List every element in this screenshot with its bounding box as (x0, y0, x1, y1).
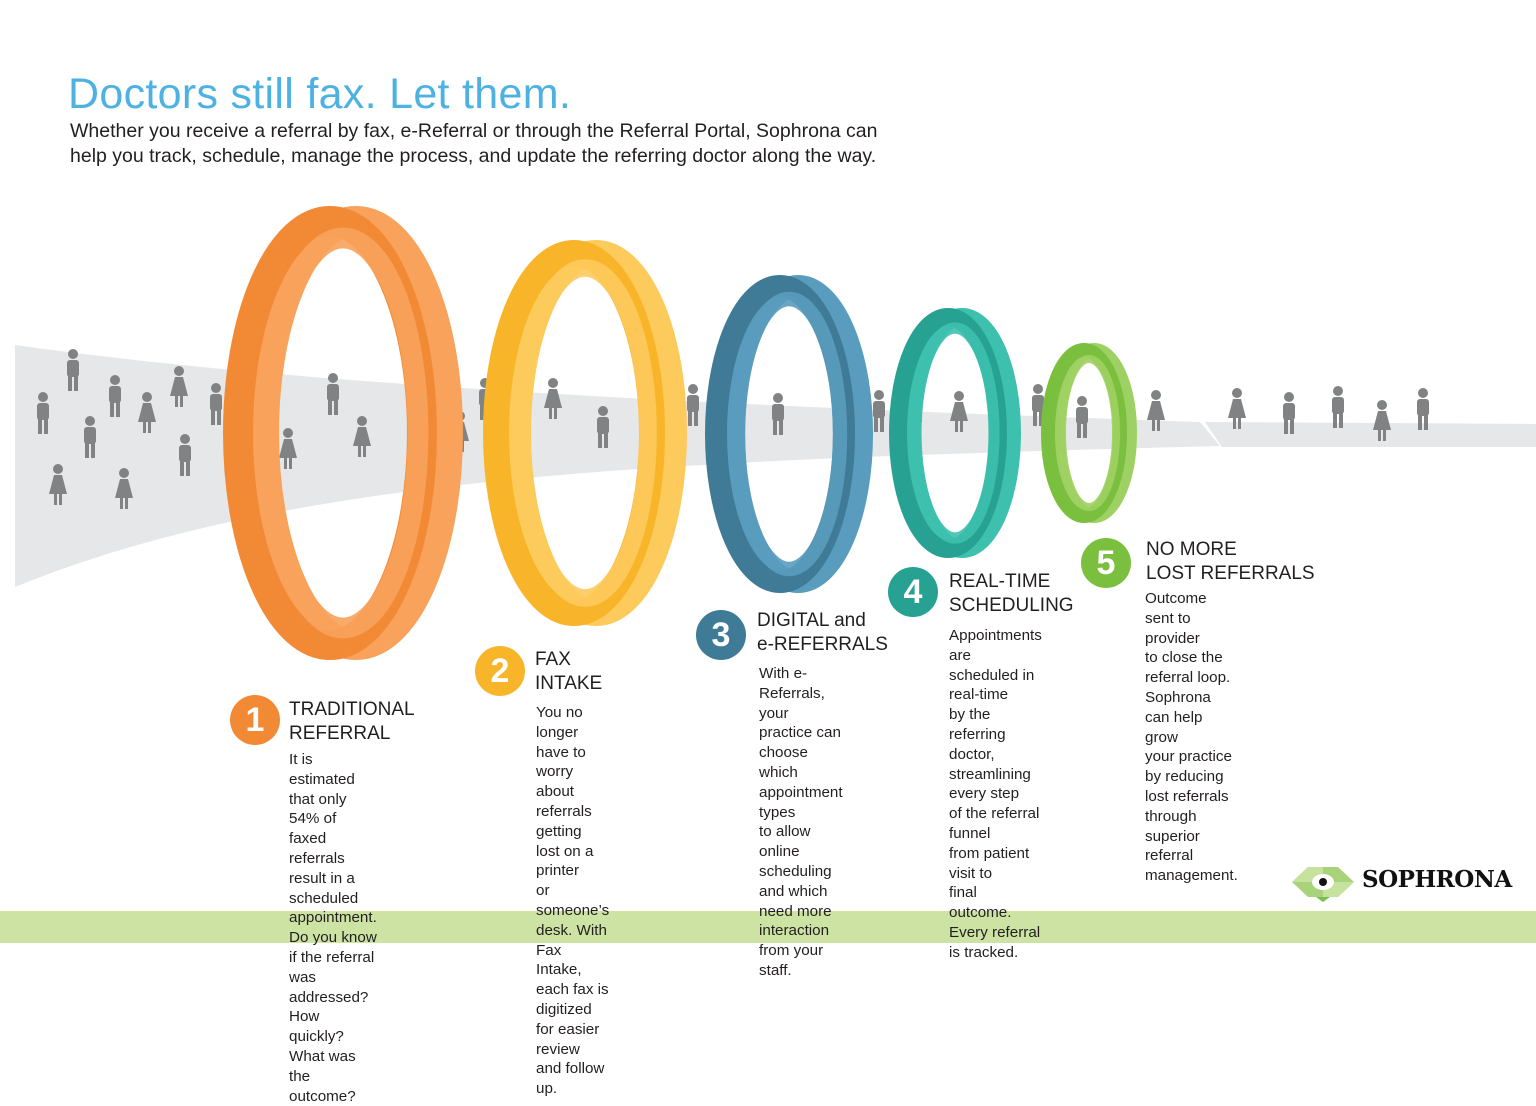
person-icon (327, 373, 339, 415)
person-icon (1373, 400, 1391, 441)
sophrona-logo-icon (1292, 867, 1354, 902)
heading-line: e-REFERRALS (757, 634, 888, 655)
person-icon (170, 366, 188, 407)
person-icon (1076, 396, 1088, 438)
step-number-badge: 4 (888, 567, 938, 617)
step-description: Appointments are scheduled in real-time … (949, 627, 1042, 961)
person-icon (109, 375, 121, 417)
step-heading: NO MORE LOST REFERRALS (1146, 538, 1315, 586)
heading-line: REFERRAL (289, 723, 391, 744)
funnel-ring-1 (223, 206, 463, 660)
person-icon (1417, 388, 1429, 430)
person-icon (687, 384, 699, 426)
funnel-ring-4 (889, 308, 1021, 558)
person-icon (544, 378, 562, 419)
person-icon (353, 416, 371, 457)
funnel-tail (1205, 422, 1536, 447)
person-icon (179, 434, 191, 476)
person-icon (138, 392, 156, 433)
footer-bar (0, 911, 1536, 943)
step-description: Outcome sent to provider to close the re… (1145, 590, 1238, 885)
funnel-ring-3 (705, 275, 873, 593)
page-title: Doctors still fax. Let them. (68, 70, 572, 118)
heading-line: TRADITIONAL (289, 699, 415, 720)
step-number-badge: 1 (230, 695, 280, 745)
person-icon (597, 406, 609, 448)
step-number-badge: 3 (696, 610, 746, 660)
person-icon (950, 391, 968, 432)
ring-inner-face (257, 227, 429, 639)
funnel-ring-2 (483, 240, 687, 626)
person-icon (115, 468, 133, 509)
heading-line: FAX (535, 649, 571, 670)
person-icon (1147, 390, 1165, 431)
logo-wordmark: SOPHRONA (1362, 866, 1512, 893)
step-description: With e-Referrals, your practice can choo… (759, 665, 843, 979)
person-icon (1332, 386, 1344, 428)
step-description: You no longer have to worry about referr… (536, 704, 610, 1098)
person-icon (1032, 384, 1044, 426)
person-icon (210, 383, 222, 425)
ring-inner-face (1058, 355, 1120, 511)
ring-inner-face (910, 322, 1000, 544)
page-subtitle: Whether you receive a referral by fax, e… (70, 120, 878, 167)
person-icon (1228, 388, 1246, 429)
person-icon (67, 349, 79, 391)
step-heading: DIGITAL and e-REFERRALS (757, 609, 888, 657)
person-icon (873, 390, 885, 432)
heading-line: DIGITAL and (757, 610, 866, 631)
heading-line: REAL-TIME (949, 571, 1051, 592)
heading-line: INTAKE (535, 673, 603, 694)
person-icon (772, 393, 784, 435)
step-description: It is estimated that only 54% of faxed r… (289, 751, 377, 1105)
heading-line: SCHEDULING (949, 595, 1074, 616)
funnel-ring-5 (1041, 343, 1137, 523)
heading-line: LOST REFERRALS (1146, 563, 1315, 584)
person-icon (49, 464, 67, 505)
person-icon (37, 392, 49, 434)
person-icon (1283, 392, 1295, 434)
step-heading: TRADITIONAL REFERRAL (289, 698, 415, 746)
step-number-badge: 5 (1081, 538, 1131, 588)
ring-inner-face (730, 291, 848, 577)
step-number-badge: 2 (475, 646, 525, 696)
step-heading: FAX INTAKE (535, 648, 602, 696)
heading-line: NO MORE (1146, 539, 1237, 560)
step-heading: REAL-TIME SCHEDULING (949, 570, 1074, 618)
ring-inner-face (513, 259, 657, 607)
person-icon (279, 428, 297, 469)
person-icon (84, 416, 96, 458)
